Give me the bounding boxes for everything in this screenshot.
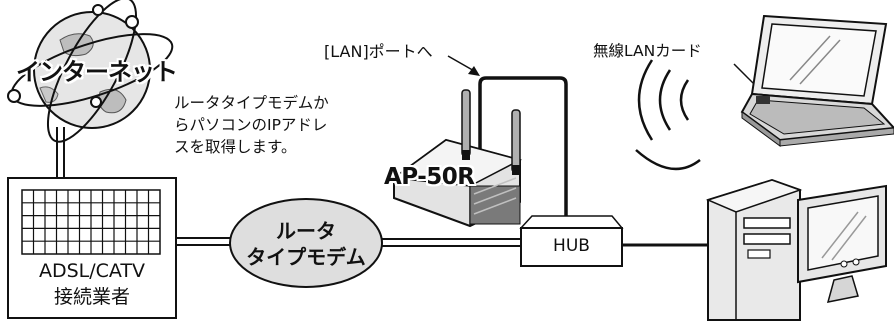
wireless-card-label: 無線LANカード [593, 42, 702, 60]
isp-label-line-1: ADSL/CATV [38, 260, 146, 282]
router-label-line-1: ルータ [276, 219, 336, 243]
lan-callout-arrow [447, 55, 480, 76]
router-modem-node [229, 198, 383, 288]
router-label-line-2: タイプモデム [246, 245, 366, 269]
lan-port-label: [LAN]ポートへ [324, 42, 433, 61]
isp-building [7, 177, 177, 319]
isp-label: ADSL/CATV 接続業者 [8, 258, 176, 310]
ap-hub-cable [478, 76, 568, 216]
isp-label-line-2: 接続業者 [53, 286, 130, 308]
hub-box [519, 215, 624, 267]
router-label: ルータ タイプモデム [230, 218, 382, 270]
ap-model-label: AP-50R [384, 164, 475, 190]
router-hub-link [382, 238, 521, 247]
desktop-pc [705, 178, 887, 321]
globe-icon [7, 0, 174, 143]
ip-note-line-3: スを取得します。 [174, 138, 297, 156]
ap-antenna-left [461, 89, 471, 160]
access-point-device [391, 138, 523, 228]
isp-router-link [176, 237, 232, 246]
ip-note-line-1: ルータタイプモデムか [174, 94, 329, 112]
internet-link [56, 127, 65, 178]
wireless-signal-icon [635, 59, 701, 171]
internet-label: インターネット [16, 58, 178, 86]
ap-antenna-right [511, 109, 521, 175]
ip-note-line-2: らパソコンのIPアドレ [174, 116, 328, 134]
ip-note: ルータタイプモデムか らパソコンのIPアドレ スを取得します。 [174, 92, 329, 158]
hub-label: HUB [553, 236, 590, 256]
laptop-pc [740, 14, 894, 147]
